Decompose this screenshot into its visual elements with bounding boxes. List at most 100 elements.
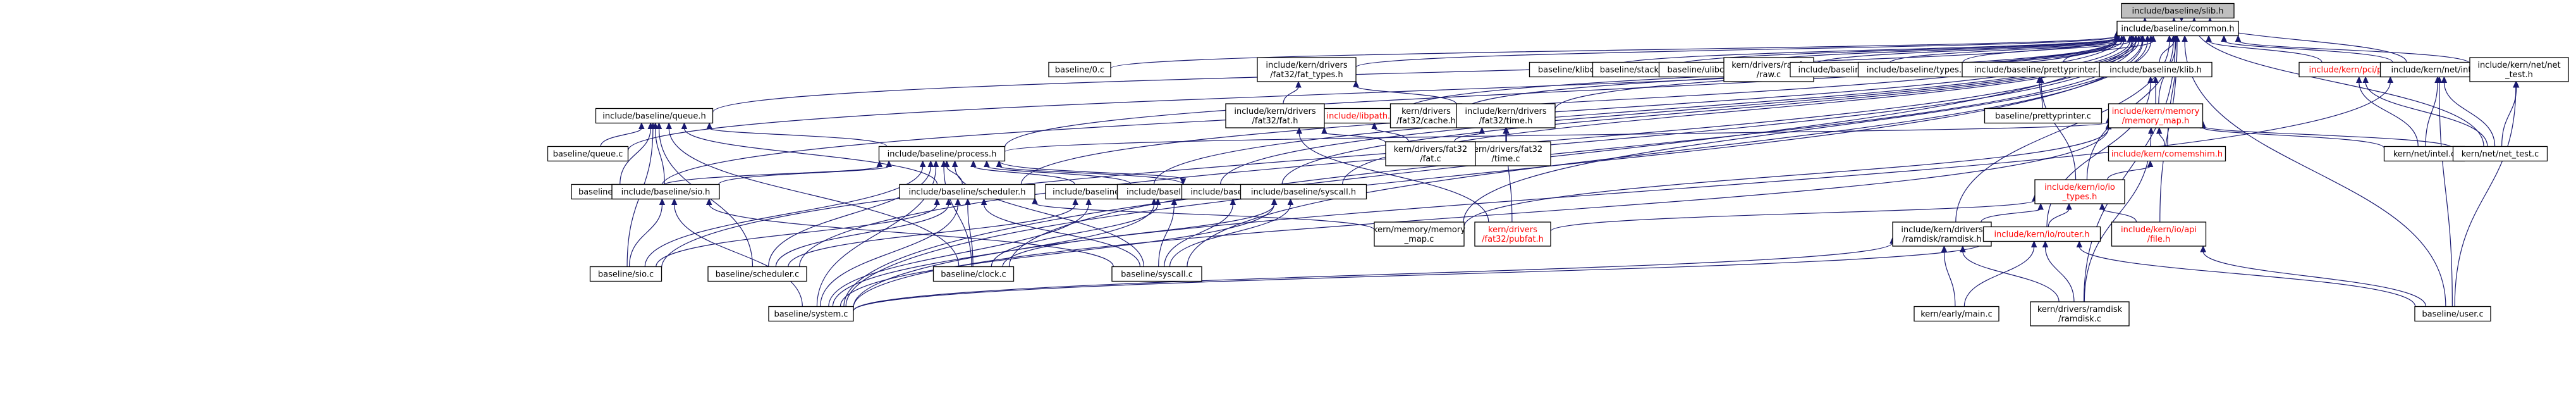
edge-common-to-userc xyxy=(2182,35,2446,307)
node-label: /raw.c xyxy=(1757,70,1781,80)
node-label: include/kern/comemshim.h xyxy=(2111,150,2223,159)
node-box xyxy=(2469,57,2569,82)
edge-iotypes-to-ramdiskh xyxy=(1981,202,2044,223)
edge-processh-to-sioc xyxy=(644,160,926,267)
graph-node-intelc[interactable]: kern/net/intel.c xyxy=(2383,146,2465,162)
graph-node-sioc[interactable]: baseline/sio.c xyxy=(589,266,662,282)
node-box xyxy=(2121,3,2235,19)
graph-node-nettesth[interactable]: include/kern/net/net_test.h xyxy=(2469,57,2569,82)
node-label: baseline/user.c xyxy=(2422,310,2483,320)
node-label: baseline/clock.c xyxy=(941,270,1006,280)
edge-queueh-to-processh xyxy=(706,122,888,147)
edge-schedh-to-sioc xyxy=(656,198,941,267)
edge-pcipci-to-nettestc xyxy=(2362,76,2488,147)
graph-node-common[interactable]: include/baseline/common.h xyxy=(2116,20,2239,37)
graph-node-fat32types[interactable]: include/kern/drivers/fat32/fat_types.h xyxy=(1257,57,1357,82)
edge-intelh-to-intelc xyxy=(2425,76,2441,147)
graph-node-comemshim[interactable]: include/kern/comemshim.h xyxy=(2108,146,2226,162)
graph-node-queueh[interactable]: include/baseline/queue.h xyxy=(595,108,714,124)
edge-ramdiskh-to-earlymain xyxy=(1941,245,1956,307)
node-box xyxy=(2030,301,2130,326)
node-label: kern/drivers/fat32 xyxy=(1469,145,1542,154)
node-label: baseline/syscall.c xyxy=(1121,270,1193,280)
node-label: /ramdisk/ramdisk.h xyxy=(1902,235,1981,244)
node-box xyxy=(1474,221,1551,247)
edge-common-to-systemc xyxy=(845,35,2146,307)
graph-node-memmapc[interactable]: kern/memory/memory_map.c xyxy=(1373,221,1465,247)
edge-schedh-to-systemc xyxy=(820,198,961,307)
edge-iorouter-to-earlymain xyxy=(1963,240,2037,307)
graph-node-fat32fat[interactable]: include/kern/drivers/fat32/fat.h xyxy=(1225,103,1325,128)
graph-node-memmap[interactable]: include/kern/memory/memory_map.h xyxy=(2108,103,2204,128)
graph-node-sioh[interactable]: include/baseline/sio.h xyxy=(611,183,720,200)
edge-schedh-to-memmapc xyxy=(1032,197,1375,230)
graph-node-fat32cache[interactable]: kern/drivers/fat32/cache.h xyxy=(1389,103,1463,128)
node-box xyxy=(1048,61,1111,78)
edge-processh-to-systemh xyxy=(970,160,1075,185)
node-label: /fat32/fat_types.h xyxy=(1270,70,1343,80)
node-label: include/baseline/syscall.h xyxy=(1251,188,1356,197)
edge-queueh-to-queuec xyxy=(600,122,645,147)
node-label: kern/drivers/ramdisk xyxy=(2037,305,2123,314)
node-label: baseline/sio.c xyxy=(598,270,654,280)
graph-node-stackc[interactable]: baseline/stack.c xyxy=(1592,61,1674,78)
node-box xyxy=(611,183,720,200)
graph-node-schedc[interactable]: baseline/scheduler.c xyxy=(707,266,807,282)
node-label: include/baseline/klib.h xyxy=(2109,66,2202,75)
graph-node-pcipci[interactable]: include/kern/pci/pci.h xyxy=(2298,61,2407,78)
graph-node-typesh[interactable]: include/baseline/types.h xyxy=(1857,61,1976,78)
node-label: /fat32/time.h xyxy=(1479,116,1533,126)
graph-node-b0c[interactable]: baseline/0.c xyxy=(1048,61,1111,78)
graph-node-ramdiskh[interactable]: include/kern/drivers/ramdisk/ramdisk.h xyxy=(1892,221,1992,247)
node-label: /time.c xyxy=(1491,154,1520,164)
graph-node-earlymain[interactable]: kern/early/main.c xyxy=(1914,306,1999,322)
graph-node-prettyc[interactable]: baseline/prettyprinter.c xyxy=(1984,108,2103,124)
node-box xyxy=(1111,266,1202,282)
edge-common-to-pcipci xyxy=(2206,35,2323,63)
node-box xyxy=(2116,20,2239,37)
node-box xyxy=(1456,103,1556,128)
graph-node-systemc[interactable]: baseline/system.c xyxy=(768,306,854,322)
graph-node-intelh[interactable]: include/kern/net/intel.h xyxy=(2379,61,2498,78)
edge-intelh-to-userc xyxy=(2436,76,2453,307)
node-label: include/baseline/sio.h xyxy=(621,188,711,197)
edge-clockh-to-clockc xyxy=(991,198,1161,267)
graph-node-klibh[interactable]: include/baseline/klib.h xyxy=(2099,61,2213,78)
edge-fat32types-to-fat32time xyxy=(1353,80,1457,105)
graph-node-iotypes[interactable]: include/kern/io/io_types.h xyxy=(2034,179,2125,204)
edge-stackh-to-processh xyxy=(998,160,1187,185)
graph-node-ulibc[interactable]: baseline/ulibc.c xyxy=(1658,61,1740,78)
graph-node-queuec[interactable]: baseline/queue.c xyxy=(547,146,629,162)
node-label: include/kern/drivers xyxy=(1465,107,1547,116)
edge-ramdiskh-to-ramdiskc xyxy=(1960,245,2060,302)
graph-node-processh[interactable]: include/baseline/process.h xyxy=(878,146,1006,162)
edge-memmap-to-memmapc xyxy=(1463,122,2112,227)
graph-node-userc[interactable]: baseline/user.c xyxy=(2414,306,2491,322)
graph-node-ramdiskc[interactable]: kern/drivers/ramdisk/ramdisk.c xyxy=(2030,301,2130,326)
edge-processh-to-schedc xyxy=(768,160,934,267)
node-label: _test.h xyxy=(2505,70,2533,80)
edge-intelh-to-systemc xyxy=(853,76,2394,308)
graph-node-clockc[interactable]: baseline/clock.c xyxy=(932,266,1015,282)
graph-node-iorouter[interactable]: include/kern/io/router.h xyxy=(1982,226,2101,242)
node-label: include/baseline/prettyprinter.h xyxy=(1974,66,2104,75)
graph-node-nettestc[interactable]: kern/net/net_test.c xyxy=(2452,146,2548,162)
graph-node-syscallc[interactable]: baseline/syscall.c xyxy=(1111,266,1202,282)
node-box xyxy=(547,146,629,162)
edge-sioh-to-syscallc xyxy=(705,198,1114,267)
node-box xyxy=(1225,103,1325,128)
graph-node-syscallh[interactable]: include/baseline/syscall.h xyxy=(1240,183,1367,200)
edge-libpath-to-fat32fatc xyxy=(1371,122,1409,142)
graph-node-pubfat[interactable]: kern/drivers/fat32/pubfat.h xyxy=(1474,221,1551,247)
node-label: kern/memory/memory xyxy=(1373,225,1465,235)
graph-node-schedh[interactable]: include/baseline/scheduler.h xyxy=(899,183,1035,200)
graph-node-iofile[interactable]: include/kern/io/api/file.h xyxy=(2111,221,2207,247)
edge-iotypes-to-iofile xyxy=(2099,202,2137,223)
graph-node-fat32time[interactable]: include/kern/drivers/fat32/time.h xyxy=(1456,103,1556,128)
graph-node-fat32timec[interactable]: kern/drivers/fat32/time.c xyxy=(1460,141,1551,166)
node-box xyxy=(2034,179,2125,204)
edge-processh-to-stackh xyxy=(996,160,1184,185)
graph-node-prettyh[interactable]: include/baseline/prettyprinter.h xyxy=(1962,61,2116,78)
graph-node-libpath[interactable]: include/libpath.h xyxy=(1318,108,1404,124)
graph-node-fat32fatc[interactable]: kern/drivers/fat32/fat.c xyxy=(1385,141,1476,166)
